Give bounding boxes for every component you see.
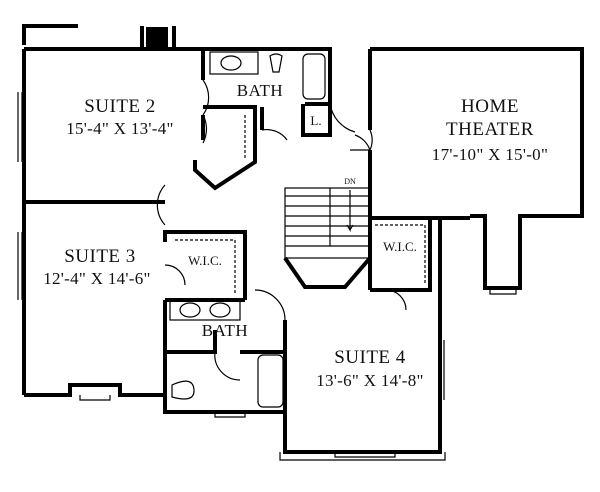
suite2-dimensions: 15'-4" X 13'-4": [66, 119, 174, 138]
suite4-dimensions: 13'-6" X 14'-8": [316, 371, 424, 390]
suite2-name: SUITE 2: [84, 96, 156, 117]
stairs-down-label: DN: [344, 177, 356, 186]
bath1-label: BATH: [236, 81, 284, 100]
bath2-label: BATH: [201, 321, 249, 340]
wic1-label: W.I.C.: [188, 253, 222, 268]
home-theater-dimensions: 17'-10" X 15'-0": [431, 145, 549, 164]
wic2-label: W.I.C.: [383, 239, 417, 254]
home-theater-name-line1: HOME: [461, 96, 519, 117]
linen-label: L.: [310, 113, 322, 128]
suite3-dimensions: 12'-4" X 14'-6": [43, 269, 151, 288]
home-theater-name-line2: THEATER: [446, 119, 534, 140]
suite4-name: SUITE 4: [334, 347, 406, 368]
suite3-name: SUITE 3: [64, 246, 136, 267]
